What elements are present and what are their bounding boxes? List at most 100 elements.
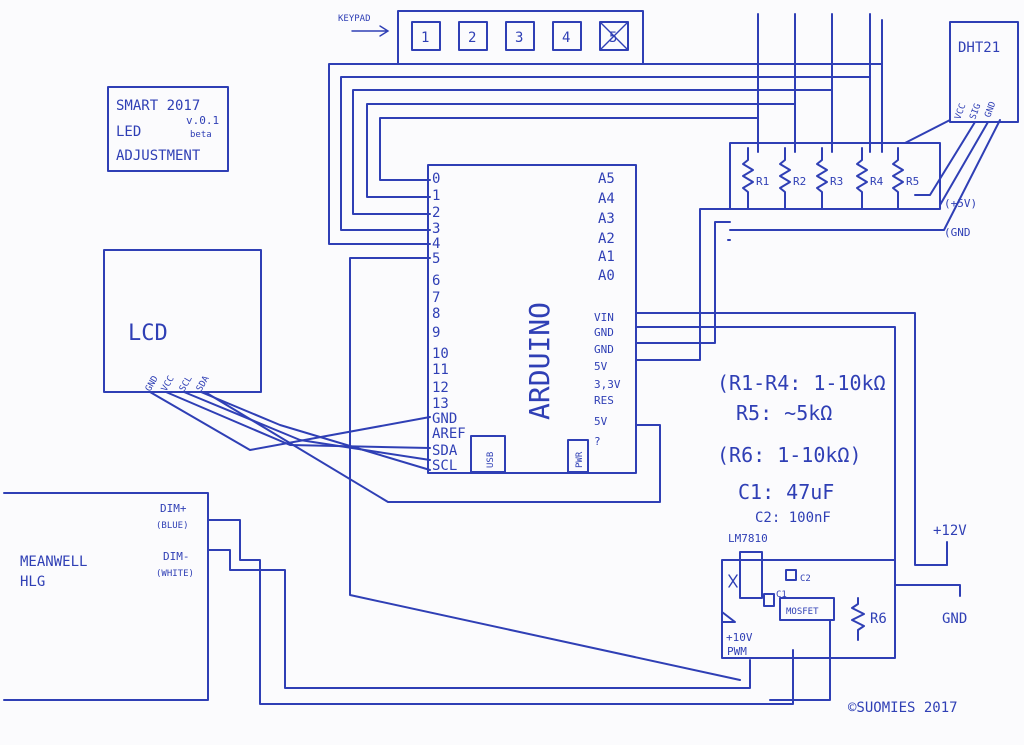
mosfet-label: MOSFET <box>786 607 819 617</box>
keypad-key-5-cross-icon <box>599 21 629 51</box>
lcd-pin-vcc: VCC <box>160 374 177 393</box>
dim-plus-color: (BLUE) <box>156 521 189 531</box>
keypad-key-label: 4 <box>562 30 570 46</box>
keypad-label: KEYPAD <box>338 14 371 24</box>
dim-minus-label: DIM- <box>163 550 190 563</box>
keypad-key-label: 2 <box>468 30 476 46</box>
arduino-pin-3: 3 <box>432 221 440 237</box>
resistor-label-r1: R1 <box>756 175 769 188</box>
arduino-pin-11: 11 <box>432 362 449 378</box>
arduino-pin-5: 5 <box>432 251 440 267</box>
arduino-pin-6: 6 <box>432 273 440 289</box>
c2-label: C2 <box>800 574 811 584</box>
keypad-key-4 <box>552 21 582 51</box>
copyright: ©SUOMIES 2017 <box>848 700 958 716</box>
resistor-label-r2: R2 <box>793 175 806 188</box>
arduino-pin-13: 13 <box>432 396 449 412</box>
lcd-pin-scl: SCL <box>178 374 195 393</box>
arduino-pin-a0: A0 <box>598 268 615 284</box>
diode-icon <box>721 611 736 623</box>
resistor-r2 <box>779 147 791 210</box>
arduino-pin-gnd: GND <box>432 411 457 427</box>
resistor-r3 <box>816 147 828 210</box>
note-r1-r4: (R1-R4: 1-10kΩ <box>717 371 886 395</box>
rail-plus5v-label: (+5V) <box>944 197 977 210</box>
arduino-pin-0: 0 <box>432 171 440 187</box>
sensor-pin-sig: SIG <box>968 102 983 121</box>
keypad-key-5 <box>599 21 629 51</box>
arduino-pin-a3: A3 <box>598 211 615 227</box>
arduino-usb-port <box>470 435 506 473</box>
regulator-cross-icon <box>728 574 738 588</box>
arduino-power-jack <box>567 439 589 473</box>
meanwell-driver: MEANWELL HLG DIM+ (BLUE) DIM- (WHITE) <box>3 492 209 701</box>
arduino-pin-vin: VIN <box>594 311 614 324</box>
lcd-module: LCD GND VCC SCL SDA <box>103 249 262 394</box>
arduino-pin-10: 10 <box>432 346 449 362</box>
resistor-r4 <box>856 147 868 210</box>
arduino-pin-7: 7 <box>432 290 440 306</box>
project-title-line1: SMART 2017 <box>116 98 200 114</box>
arduino-label: ARDUINO <box>523 302 556 420</box>
arduino-pin-scl: SCL <box>432 458 457 474</box>
project-beta: beta <box>190 130 212 140</box>
arduino-pin-a1: A1 <box>598 249 615 265</box>
resistor-r1 <box>742 147 754 210</box>
keypad-key-3 <box>505 21 535 51</box>
project-title-line2: LED <box>116 124 141 140</box>
arduino-pwr-label: PWR <box>575 451 585 468</box>
arduino-pin-a4: A4 <box>598 191 615 207</box>
arduino-pin-sda: SDA <box>432 443 458 459</box>
capacitor-c2 <box>785 569 797 581</box>
dim-plus-label: DIM+ <box>160 502 187 515</box>
note-c1: C1: 47uF <box>738 480 834 504</box>
lcd-pin-gnd: GND <box>144 374 161 393</box>
arduino-pin-aref: AREF <box>432 426 466 442</box>
arduino-pin-res: RES <box>594 394 614 407</box>
project-title-box: SMART 2017 LED v.0.1 beta ADJUSTMENT <box>107 86 229 172</box>
arduino-pin-33v: 3,3V <box>594 378 621 391</box>
r6-label: R6 <box>870 611 887 627</box>
sensor-pin-gnd: GND <box>983 100 998 119</box>
c1-label: C1 <box>776 590 787 600</box>
arduino-pin-a5: A5 <box>598 171 615 187</box>
arduino-pin-a2: A2 <box>598 231 615 247</box>
keypad-key-1 <box>411 21 441 51</box>
arduino-usb-label: USB <box>486 452 496 468</box>
keypad-key-label: 5 <box>609 30 617 46</box>
lcd-pin-sda: SDA <box>195 374 212 394</box>
capacitor-c1 <box>763 593 775 607</box>
keypad-arrow-icon <box>351 25 390 37</box>
pwm-label: PWM <box>727 645 747 658</box>
supply-12v-label: +12V <box>933 523 967 539</box>
driver-model: HLG <box>20 574 45 590</box>
arduino-pin-gnd: GND <box>594 326 614 339</box>
dht21-sensor: DHT21 VCC SIG GND <box>949 21 1019 123</box>
arduino-pin-8: 8 <box>432 306 440 322</box>
resistor-r6 <box>851 597 865 641</box>
resistor-label-r4: R4 <box>870 175 884 188</box>
project-version: v.0.1 <box>186 114 219 127</box>
arduino-pin-4: 4 <box>432 236 440 252</box>
resistor-r5 <box>892 147 904 210</box>
keypad-key-2 <box>458 21 488 51</box>
resistor-label-r5: R5 <box>906 175 919 188</box>
sensor-pin-vcc: VCC <box>953 102 968 121</box>
note-r5: R5: ~5kΩ <box>736 401 832 425</box>
driver-name: MEANWELL <box>20 554 87 570</box>
arduino-pin-gnd: GND <box>594 343 614 356</box>
arduino-board: ARDUINO USB PWR 012345678910111213GNDARE… <box>427 164 637 474</box>
rail-gnd-label: (GND <box>944 226 971 239</box>
lcd-label: LCD <box>128 321 168 346</box>
note-r6: (R6: 1-10kΩ) <box>717 443 862 467</box>
keypad: KEYPAD 1 2 3 4 5 <box>338 10 644 65</box>
arduino-pin-9: 9 <box>432 325 440 341</box>
note-c2: C2: 100nF <box>755 510 831 526</box>
power-pwm-board: LM7810 C2 C1 MOSFET R6 +10V PWM +12V GND <box>721 523 967 659</box>
arduino-pin-5v: 5V <box>594 360 608 373</box>
